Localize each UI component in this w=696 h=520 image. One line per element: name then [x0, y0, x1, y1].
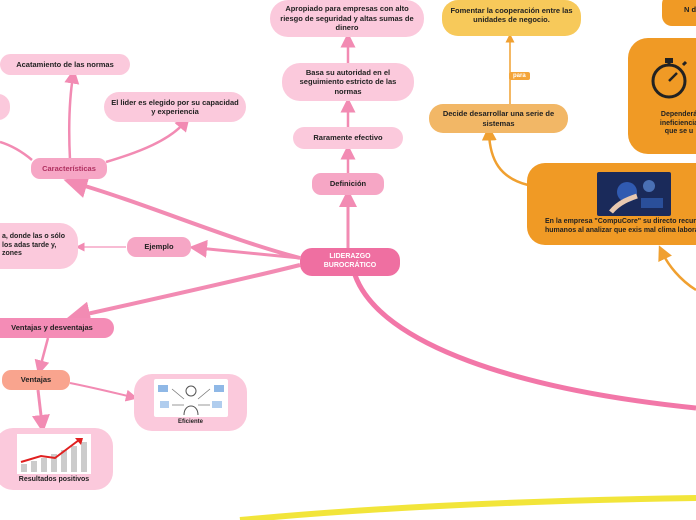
ejemplo-text-node[interactable]: a, donde las o sólo los adas tarde y, zo…	[0, 223, 78, 269]
definicion-node[interactable]: Definición	[312, 173, 384, 195]
dependera-text: Dependerá ineficiencia que se u	[659, 110, 696, 136]
ventajas-desventajas-node[interactable]: Ventajas y desventajas	[0, 318, 114, 338]
growth-bar-chart-illustration	[17, 433, 91, 474]
resultados-node[interactable]: Resultados positivos	[0, 428, 113, 490]
raramente-node[interactable]: Raramente efectivo	[293, 127, 403, 149]
empresa-text: En la empresa "CompuCore" su directo rec…	[545, 218, 696, 234]
tech-hand-photo	[597, 172, 671, 217]
eficiente-node[interactable]: Eficiente	[134, 374, 247, 431]
top-right-node[interactable]: N diá	[662, 0, 696, 26]
ejemplo-node[interactable]: Ejemplo	[127, 237, 191, 257]
ventajas-node[interactable]: Ventajas	[2, 370, 70, 390]
stopwatch-icon	[651, 57, 688, 99]
lider-node[interactable]: El lider es elegido por su capacidad y e…	[104, 92, 246, 122]
empresa-node[interactable]: En la empresa "CompuCore" su directo rec…	[527, 163, 696, 245]
resultados-label: Resultados positivos	[18, 475, 90, 483]
central-topic[interactable]: LIDERAZGO BUROCRÁTICO	[300, 248, 400, 276]
dependera-node[interactable]: Dependerá ineficiencia que se u	[628, 38, 696, 154]
caracteristicas-node[interactable]: Características	[31, 158, 107, 179]
eficiente-label: Eficiente	[177, 418, 203, 425]
basa-node[interactable]: Basa su autoridad en el seguimiento estr…	[282, 63, 414, 101]
apropiado-node[interactable]: Apropiado para empresas con alto riesgo …	[270, 0, 424, 37]
acatamiento-node[interactable]: Acatamiento de las normas	[0, 54, 130, 75]
decide-node[interactable]: Decide desarrollar una serie de sistemas	[429, 104, 568, 133]
para-label: para	[509, 72, 530, 80]
left-edge-node[interactable]	[0, 94, 10, 120]
multitasking-person-illustration	[153, 378, 228, 417]
fomentar-node[interactable]: Fomentar la cooperación entre las unidad…	[442, 0, 581, 36]
